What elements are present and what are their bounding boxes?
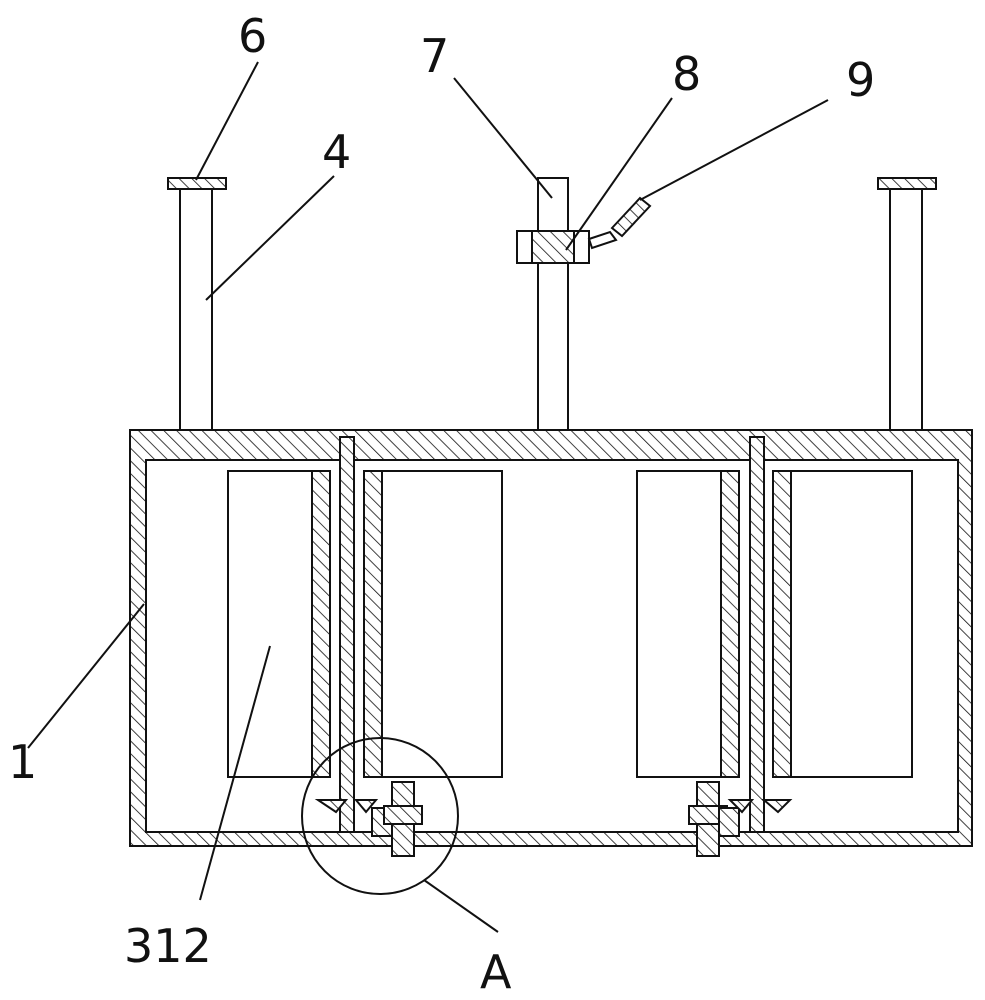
right-bevel-gear-b — [761, 799, 793, 814]
label-detail-a: A — [480, 945, 512, 999]
left-blade-panel-outer — [227, 470, 315, 778]
left-bevel-gear-a — [314, 799, 349, 814]
left-gear-detail — [314, 781, 423, 857]
center-pole — [537, 177, 569, 431]
leader-1 — [27, 603, 145, 749]
box-walls — [129, 429, 973, 847]
box-wall-section — [129, 429, 973, 847]
handle-grip — [610, 196, 652, 238]
label-cap-6: 6 — [238, 9, 267, 63]
right-hatched-plate-2 — [772, 470, 792, 778]
leader-6 — [195, 61, 259, 181]
leader-7 — [453, 77, 553, 199]
left-shaft — [339, 436, 355, 833]
reference-labels: 6 4 7 8 9 1 312 A — [8, 9, 875, 999]
left-blade-set — [227, 436, 503, 833]
right-bevel-gear-a — [727, 799, 755, 814]
left-post-body — [179, 187, 213, 431]
right-post-cap — [877, 177, 937, 190]
leader-8 — [565, 97, 673, 251]
left-blade-panel-inner — [379, 470, 503, 778]
leader-lines — [27, 61, 829, 933]
right-post-body — [889, 187, 923, 431]
left-hatched-plate-2 — [363, 470, 383, 778]
right-gear-detail — [688, 781, 793, 857]
right-post — [877, 177, 937, 431]
leader-9 — [639, 99, 829, 201]
right-blade-set — [636, 436, 913, 833]
right-shaft — [749, 436, 765, 833]
handle-arm — [587, 230, 618, 250]
center-pole-assembly — [516, 177, 652, 431]
label-clamp-8: 8 — [672, 47, 701, 101]
right-gear-hub — [718, 807, 740, 837]
left-drive-collar — [383, 805, 423, 825]
leader-4 — [205, 175, 335, 301]
label-box-1: 1 — [8, 735, 37, 789]
left-bevel-gear-b — [353, 799, 379, 814]
label-handle-9: 9 — [846, 53, 875, 107]
label-post-4: 4 — [322, 125, 351, 179]
leader-a — [423, 879, 499, 933]
detail-circle-a — [301, 737, 459, 895]
label-pole-7: 7 — [420, 29, 449, 83]
left-post — [167, 177, 227, 431]
right-blade-panel-outer — [636, 470, 724, 778]
label-impeller-312: 312 — [124, 919, 212, 973]
leader-312 — [199, 645, 271, 901]
right-hatched-plate-1 — [720, 470, 740, 778]
right-blade-panel-inner — [789, 470, 913, 778]
left-hatched-plate-1 — [311, 470, 331, 778]
